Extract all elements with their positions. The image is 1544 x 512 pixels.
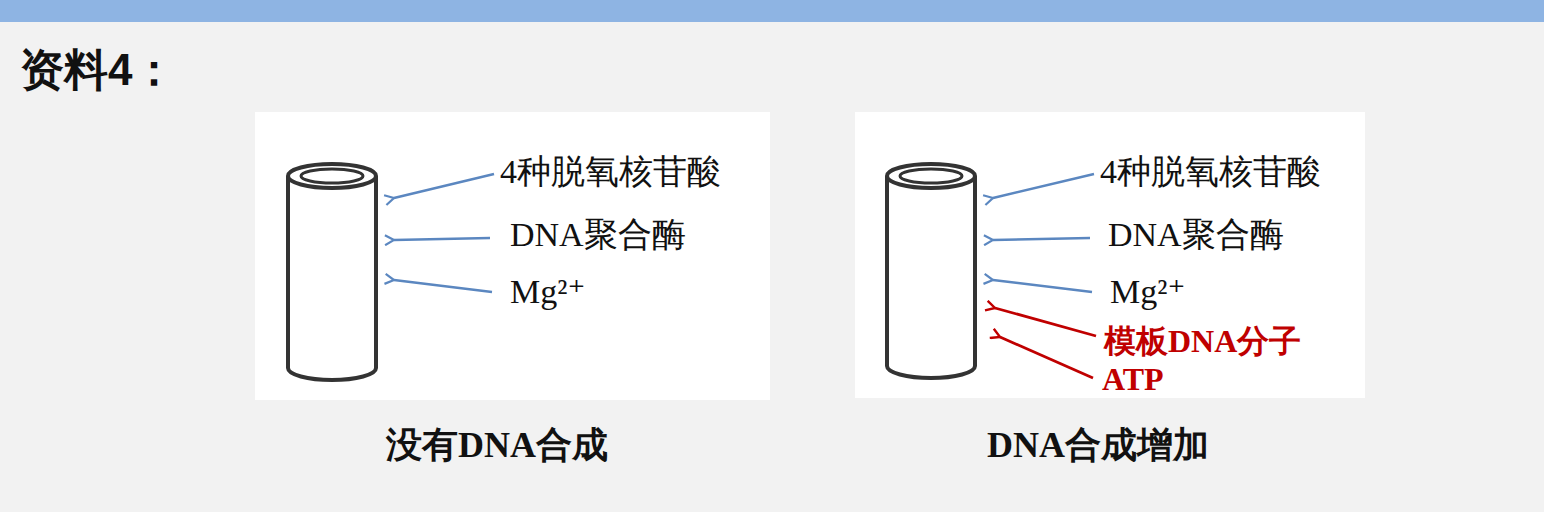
slide-title: 资料4： [20, 46, 176, 94]
part-label: Mg²⁺ [1110, 273, 1185, 310]
top-bar [0, 0, 1544, 22]
figure-caption: 没有DNA合成 [386, 426, 608, 466]
test-tube [887, 164, 975, 378]
part-label: ATP [1102, 362, 1164, 397]
part-label: 4种脱氧核苷酸 [1100, 153, 1321, 190]
figure-caption: DNA合成增加 [987, 426, 1209, 466]
part-label: DNA聚合酶 [1108, 216, 1284, 253]
part-label: 4种脱氧核苷酸 [500, 153, 721, 190]
leader-arrow [394, 174, 1094, 292]
test-tube [288, 164, 376, 380]
part-label: 模板DNA分子 [1104, 324, 1301, 359]
leader-arrow [995, 308, 1096, 378]
part-label: DNA聚合酶 [510, 216, 686, 253]
part-label: Mg²⁺ [510, 273, 585, 310]
